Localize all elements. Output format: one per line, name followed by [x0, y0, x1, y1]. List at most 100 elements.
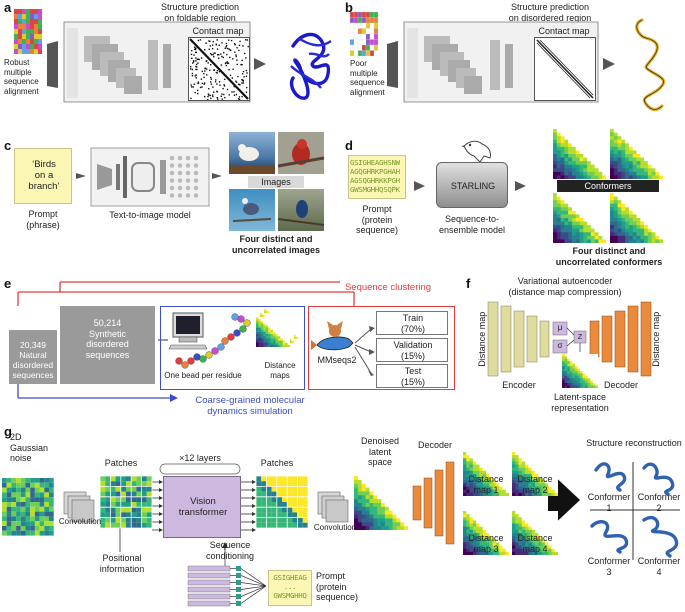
gaussian-noise-label-3: noise	[10, 453, 32, 463]
convolution-label-1: Convolution	[58, 517, 102, 526]
g-prompt-caption: Prompt (protein sequence)	[316, 571, 358, 603]
msa-robust-caption: Robust multiple sequence alignment	[4, 58, 39, 96]
bird-image-2-svg	[277, 139, 325, 168]
simulation-label-2: dynamics simulation	[207, 405, 293, 417]
folded-protein-svg	[289, 32, 332, 100]
heatmap-svg	[610, 193, 663, 243]
convolution-label-2: Convolution	[313, 523, 357, 532]
bead-caption: One bead per residue	[164, 371, 242, 380]
vae-mu: μ	[557, 323, 563, 332]
conformer-2-name: Conformer	[637, 492, 681, 502]
vision-transformer-box: Vision transformer	[163, 476, 241, 538]
synthetic-label-3: sequences	[85, 349, 130, 360]
disordered-protein-svg	[635, 18, 666, 112]
denoised-latent-label-3: space	[367, 457, 393, 467]
panel-b-title: Structure prediction on disordered regio…	[455, 2, 645, 23]
panel-b-title-1: Structure prediction	[510, 2, 590, 12]
g-decoder-label: Decoder	[417, 440, 453, 450]
conformer-1-index: 1	[606, 502, 612, 513]
distance-maps-caption: Distance maps	[257, 361, 303, 380]
vision-transformer-text: Vision transformer	[164, 496, 242, 518]
contact-map-foldable-svg	[189, 38, 249, 100]
computer-beads-icon	[168, 312, 251, 369]
msa-poor-caption-2: multiple	[350, 68, 378, 78]
test-split-box: Test (15%)	[376, 364, 448, 388]
conformer-map-d3	[553, 193, 606, 243]
msa-poor-caption-1: Poor	[350, 59, 367, 68]
heatmap-svg	[562, 354, 598, 388]
g-protein-prompt-box: GSIGHEAG ... GWSMGHHQ	[268, 570, 312, 606]
train-split-pct: (70%)	[400, 323, 425, 334]
positional-info-label: Positional information	[92, 553, 152, 574]
panel-a-map-label: Contact map	[192, 26, 244, 36]
conformer-2-index: 2	[656, 502, 662, 513]
latent-space-caption-1: Latent-space	[553, 392, 607, 402]
denoised-latent-label: Denoised latent space	[352, 436, 408, 468]
msa-robust-caption-4: alignment	[4, 86, 39, 96]
panel-c-model-graphic	[76, 147, 222, 207]
latent-space-caption-2: representation	[551, 402, 609, 413]
conformer-1-name: Conformer	[587, 492, 631, 502]
gaussian-noise-label: 2D Gaussian noise	[10, 432, 48, 464]
natural-count: 20,349	[20, 340, 46, 350]
starling-model-name: STARLING	[450, 181, 496, 191]
distance-maps-caption-2: maps	[270, 370, 290, 380]
vae-title-2: (distance map compression)	[508, 286, 622, 297]
test-split-pct: (15%)	[400, 376, 425, 387]
heatmap-svg	[553, 193, 606, 243]
conformer-2-label: Conformer 2	[636, 492, 682, 513]
panel-b-label: b	[345, 0, 353, 15]
denoised-latent-label-2: latent	[368, 446, 392, 457]
phrase-prompt-line-3: branch’	[28, 181, 60, 192]
heatmap-svg	[553, 129, 606, 179]
train-split-box: Train (70%)	[376, 311, 448, 335]
msa-poor-caption-3: sequence	[350, 78, 385, 87]
validation-split-box: Validation (15%)	[376, 338, 448, 362]
test-split-name: Test	[404, 366, 422, 376]
sequence-clustering-label: Sequence clustering	[344, 282, 432, 293]
vae-title: Variational autoencoder (distance map co…	[500, 276, 630, 297]
protein-prompt-caption-2: (protein	[361, 214, 393, 225]
conformer-3-index: 3	[606, 566, 612, 577]
protein-prompt-caption: Prompt (protein sequence)	[346, 204, 408, 236]
patches-in-grid	[99, 475, 153, 529]
bird-image-1	[229, 132, 275, 174]
conformer-3-label: Conformer 3	[586, 556, 632, 577]
images-label: Images	[261, 177, 291, 187]
images-output-caption: Four distinct and uncorrelated images	[220, 234, 332, 255]
synthetic-count: 50,214	[93, 318, 122, 328]
synthetic-sequences-text: 50,214 Synthetic disordered sequences	[60, 318, 155, 360]
patches-in-svg	[99, 475, 153, 529]
patches-in-label: Patches	[104, 458, 138, 468]
latent-space-caption: Latent-space representation	[540, 392, 620, 413]
protein-prompt-caption-3: sequence)	[355, 225, 399, 235]
conformer-4-name: Conformer	[637, 556, 681, 566]
panel-d-arrows	[414, 181, 526, 191]
heatmap-svg	[463, 452, 509, 496]
bird-image-3	[229, 189, 275, 231]
contact-map-disordered-svg	[536, 39, 594, 99]
validation-split-text: Validation (15%)	[377, 340, 449, 361]
heatmap-svg	[463, 511, 509, 555]
panel-g-label: g	[4, 424, 12, 439]
train-split-name: Train	[402, 313, 424, 323]
phrase-prompt-caption: Prompt (phrase)	[10, 209, 76, 230]
phrase-prompt-caption-1: Prompt	[28, 209, 58, 219]
vae-encoder-label: Encoder	[502, 380, 536, 390]
mmseqs-box: MMseqs2	[308, 306, 455, 390]
distance-map-1-label: Distance map 1	[468, 474, 504, 495]
gaussian-noise-label-2: Gaussian	[10, 442, 49, 453]
starling-model-caption-2: ensemble model	[438, 224, 506, 235]
panel-c-label: c	[4, 138, 12, 153]
sequence-line-3: AGSQGHRKKPGH	[350, 176, 400, 185]
starling-model-box: STARLING	[436, 162, 508, 208]
synthetic-label-1: Synthetic	[88, 328, 127, 339]
bird-image-1-svg	[229, 144, 275, 174]
conformer-4-label: Conformer 4	[636, 556, 682, 577]
conformers-label-box: Conformers	[557, 180, 659, 192]
images-label-box: Images	[248, 176, 304, 188]
msa-grid-robust	[14, 9, 42, 55]
natural-sequences-box: 20,349 Natural disordered sequences	[9, 330, 57, 384]
protein-prompt-caption-1: Prompt	[362, 204, 392, 214]
phrase-prompt-box: ‘Birds on a branch’	[14, 148, 72, 204]
